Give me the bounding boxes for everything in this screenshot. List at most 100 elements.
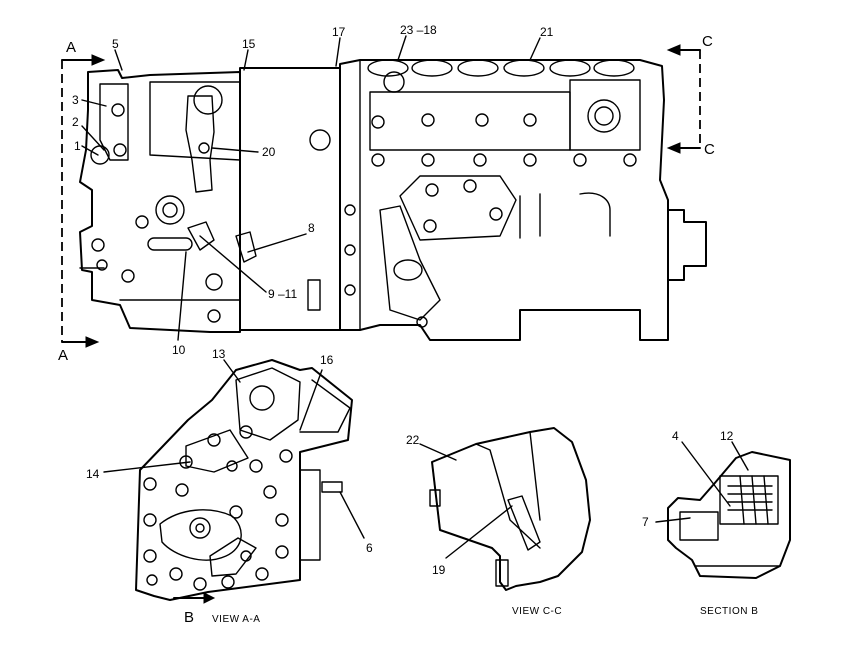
governor-end-housing [135, 359, 353, 601]
callout-2: 2 [72, 115, 79, 129]
callout-19: 19 [432, 563, 446, 577]
housing-bolt-holes [143, 425, 293, 591]
flange-bolt [425, 183, 439, 197]
callout-14: 14 [86, 467, 100, 481]
callout-16: 16 [320, 353, 334, 367]
side-lever [299, 379, 351, 433]
cover-bolts [371, 113, 637, 167]
shaft-stub [321, 481, 343, 493]
flange-bolt [344, 284, 356, 296]
section-letters: A A C C B [58, 33, 715, 626]
drive-shaft [667, 209, 707, 281]
callout-12: 12 [720, 429, 734, 443]
end-cover [569, 79, 641, 151]
support-bracket [379, 205, 441, 321]
flange-bolt [344, 204, 356, 216]
callout-3: 3 [72, 93, 79, 107]
mounting-flange [399, 175, 517, 241]
delivery-valve-1 [367, 59, 409, 77]
leader-lines-aa [103, 359, 365, 539]
bolt-5 [96, 259, 108, 271]
bolt-3 [113, 143, 127, 157]
caption-section-b: SECTION B [700, 606, 758, 617]
flange-bolt [344, 244, 356, 256]
pump-housing [339, 59, 669, 341]
callout-21: 21 [540, 25, 554, 39]
caption-view-aa: VIEW A-A [212, 614, 260, 625]
housing-inner-edge [149, 81, 241, 161]
callout-8: 8 [308, 221, 315, 235]
callout-23-18: 23 –18 [400, 23, 437, 37]
leader-lines-b [655, 441, 749, 523]
callout-22: 22 [406, 433, 420, 447]
section-label-c-bottom: C [704, 141, 715, 158]
callout-20: 20 [262, 145, 276, 159]
bracket-bolt [416, 316, 428, 328]
callout-9-11: 9 –11 [268, 287, 297, 301]
cam-ribs [519, 192, 611, 239]
adapter-drain [307, 279, 321, 311]
valve-bore [719, 475, 779, 525]
bolt-4 [91, 238, 105, 252]
spring-screen [235, 231, 257, 263]
view-cc [429, 427, 591, 591]
center-bore-inner [195, 523, 205, 533]
cover-bolt [421, 113, 435, 127]
valve-plug [679, 511, 719, 541]
lever-pin [198, 142, 210, 154]
view-aa [135, 359, 353, 604]
cover-bolt [473, 153, 487, 167]
shaft-boss-inner [162, 202, 178, 218]
cover-bolt [573, 153, 587, 167]
caption-view-cc: VIEW C-C [512, 606, 562, 617]
callout-numbers: 1 2 3 5 15 17 23 –18 21 20 8 9 –11 10 13… [72, 23, 734, 577]
delivery-valves [367, 59, 635, 93]
section-label-a-bottom: A [58, 347, 68, 364]
delivery-valve-6 [593, 59, 635, 77]
side-fitting [429, 489, 441, 507]
bolt-7 [121, 269, 135, 283]
arrow-head-icon [85, 336, 100, 348]
cover-bolt [371, 115, 385, 129]
internal-valve [507, 495, 541, 551]
delivery-valve-5 [549, 59, 591, 77]
leader-lines-main [81, 35, 541, 341]
flange-bolt [423, 219, 437, 233]
bolt-8 [205, 273, 223, 291]
delivery-valve-3 [457, 59, 499, 77]
lower-lobe [209, 537, 257, 577]
callout-4: 4 [672, 429, 679, 443]
main-pump-side-view [61, 44, 707, 348]
section-label-a-top: A [66, 39, 76, 56]
plunger-cover [369, 91, 571, 151]
center-boss [159, 509, 242, 561]
governor-housing [79, 69, 241, 333]
cover-bolt [371, 153, 385, 167]
bolt-1 [90, 145, 110, 165]
link-clip [187, 221, 215, 251]
callout-17: 17 [332, 25, 346, 39]
callout-13: 13 [212, 347, 226, 361]
arrow-head-icon [203, 592, 216, 604]
flange-bolt [489, 207, 503, 221]
cover-bolt [523, 153, 537, 167]
end-plug-inner [594, 106, 614, 126]
arrow-head-icon [666, 44, 681, 56]
slotted-link [147, 237, 193, 251]
view-captions: VIEW A-A VIEW C-C SECTION B [212, 606, 758, 625]
arrow-head-icon [91, 54, 106, 66]
arrow-head-icon [666, 142, 681, 154]
callout-1: 1 [74, 139, 81, 153]
cover-bolt [475, 113, 489, 127]
flange-bolt [463, 179, 477, 193]
top-boss-bore [249, 385, 275, 411]
adapter-plug [309, 129, 331, 151]
bracket-hole [393, 259, 423, 281]
valve-cap [383, 71, 405, 93]
callout-5: 5 [112, 37, 119, 51]
end-plug [587, 99, 621, 133]
section-label-c-top: C [702, 33, 713, 50]
delivery-valve-2 [411, 59, 453, 77]
